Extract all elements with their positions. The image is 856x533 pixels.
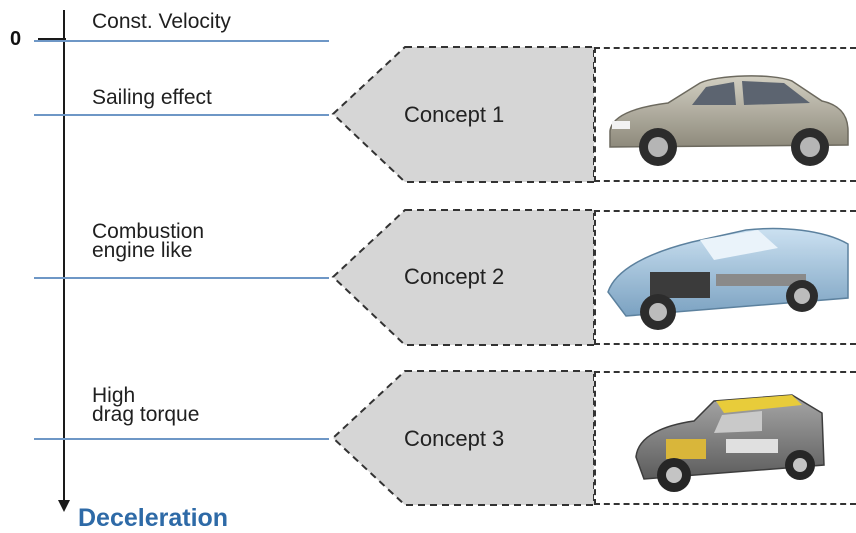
level-label-const-velocity: Const. Velocity <box>92 10 231 33</box>
sedan-car-image <box>609 75 849 166</box>
concept-2-image <box>594 210 856 345</box>
concept-1-image <box>594 47 856 182</box>
concept-arrow-2 <box>331 209 595 346</box>
level-label-high-drag: High drag torque <box>92 384 200 426</box>
zero-label: 0 <box>10 28 22 50</box>
mini-car-cutaway-image <box>635 394 825 492</box>
level-line-high-drag <box>34 438 329 440</box>
level-line-combustion <box>34 277 329 279</box>
level-label-sailing: Sailing effect <box>92 86 212 109</box>
level-line-const-velocity <box>34 40 329 42</box>
concept-arrow-1 <box>331 46 595 183</box>
level-line-sailing <box>34 114 329 116</box>
concept-label-2: Concept 2 <box>404 264 505 289</box>
zero-tick <box>38 38 66 40</box>
concept-3-image <box>594 371 856 505</box>
concept-label-3: Concept 3 <box>404 426 505 451</box>
level-label-combustion: Combustion engine like <box>92 220 205 262</box>
axis-arrow-head <box>58 500 70 512</box>
deceleration-axis <box>63 10 65 503</box>
axis-title-deceleration: Deceleration <box>78 504 229 532</box>
electric-car-cutaway-image <box>607 227 849 330</box>
concept-label-1: Concept 1 <box>404 102 505 127</box>
concept-arrow-3 <box>331 370 595 506</box>
